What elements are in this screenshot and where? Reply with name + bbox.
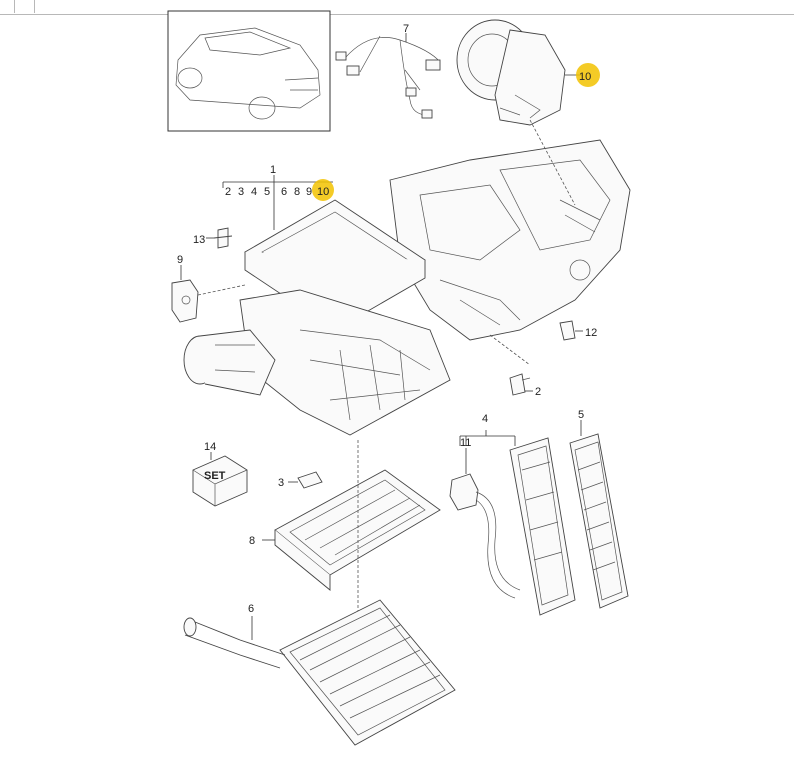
callout-1-item[interactable]: 10 — [317, 186, 329, 198]
part-6-heater-core[interactable] — [183, 599, 456, 746]
guide-line — [489, 334, 531, 366]
callout-9[interactable]: 9 — [177, 254, 183, 266]
callout-1-item[interactable]: 8 — [294, 186, 300, 198]
callout-1-item[interactable]: 5 — [264, 186, 270, 198]
callout-1-subitems: 2 3 4 5 6 8 9 10 — [225, 186, 329, 198]
callout-1[interactable]: 1 — [270, 164, 276, 176]
callout-5[interactable]: 5 — [578, 409, 584, 421]
part-11-expansion-valve[interactable] — [449, 448, 521, 599]
callout-2[interactable]: 2 — [535, 386, 541, 398]
hvac-housing-main[interactable] — [389, 139, 631, 341]
callout-4[interactable]: 4 — [482, 413, 488, 425]
callout-7[interactable]: 7 — [403, 23, 409, 35]
toolbar-cell — [0, 0, 15, 13]
callout-8[interactable]: 8 — [249, 535, 255, 547]
callout-11[interactable]: 11 — [460, 437, 471, 449]
part-3-actuator[interactable] — [288, 471, 323, 489]
part-8-mixing-module[interactable] — [262, 469, 441, 591]
part-9-sensor[interactable] — [171, 265, 246, 323]
callout-1-item[interactable]: 9 — [306, 186, 312, 198]
callout-6[interactable]: 6 — [248, 603, 254, 615]
air-duct-left[interactable] — [183, 329, 276, 396]
callout-1-item[interactable]: 6 — [281, 186, 287, 198]
toolbar-cell — [14, 0, 35, 13]
highlight-marker — [312, 179, 334, 201]
guide-line — [529, 119, 576, 206]
callout-13[interactable]: 13 — [193, 234, 205, 246]
callout-1-item[interactable]: 3 — [238, 186, 244, 198]
part-1-group-bracket — [222, 175, 333, 230]
set-box-label: SET — [204, 470, 226, 482]
part-13-clip[interactable] — [206, 227, 233, 249]
vehicle-thumbnail — [167, 10, 331, 132]
callout-12[interactable]: 12 — [585, 327, 597, 339]
part-14-repair-set[interactable] — [192, 452, 248, 507]
callout-3[interactable]: 3 — [278, 477, 284, 489]
callout-1-item[interactable]: 4 — [251, 186, 257, 198]
callout-1-item[interactable]: 2 — [225, 186, 231, 198]
part-10-blower-motor[interactable] — [456, 19, 582, 126]
callout-14[interactable]: 14 — [204, 441, 216, 453]
part-12-plug[interactable] — [559, 320, 583, 341]
part-1-air-distribution-housing[interactable] — [239, 199, 451, 436]
part-4-evaporator[interactable] — [459, 430, 576, 616]
highlight-marker — [576, 63, 600, 87]
callout-10-blower[interactable]: 10 — [579, 71, 591, 83]
part-2-temperature-sensor[interactable] — [509, 373, 533, 396]
part-5-pollen-filter[interactable] — [569, 420, 629, 609]
part-7-wiring-harness[interactable] — [335, 33, 441, 119]
